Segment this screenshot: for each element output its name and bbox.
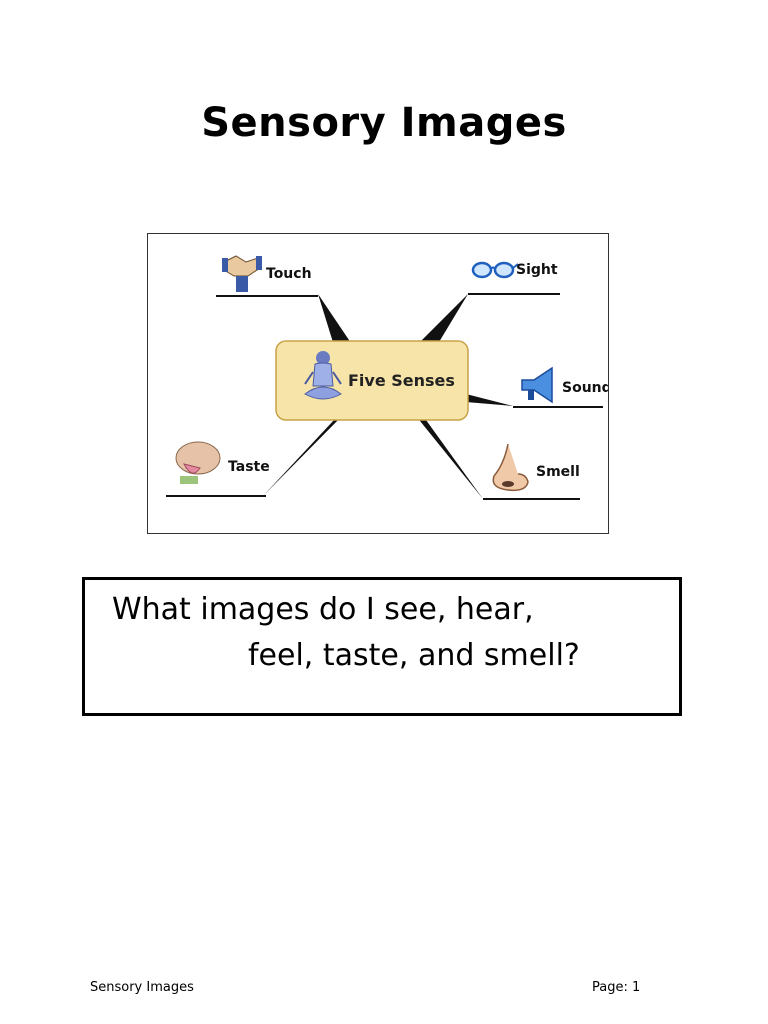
mind-map-svg: Five Senses Touch Sight Sound	[166, 255, 609, 500]
question-line-2: feel, taste, and smell?	[248, 638, 580, 673]
footer-page-number: Page: 1	[592, 980, 641, 995]
smell-label: Smell	[536, 464, 580, 480]
sound-branch-spoke	[466, 394, 513, 406]
footer-document-title: Sensory Images	[90, 980, 194, 995]
touch-label: Touch	[266, 266, 312, 282]
question-line-1: What images do I see, hear,	[112, 592, 534, 627]
taste-label: Taste	[228, 459, 270, 475]
page-title: Sensory Images	[201, 100, 567, 146]
handshake-icon	[222, 255, 262, 292]
sight-branch-spoke	[416, 294, 468, 352]
touch-branch-spoke	[318, 294, 353, 352]
taste-branch-spoke	[263, 412, 346, 496]
sound-label: Sound	[562, 380, 609, 396]
center-label: Five Senses	[348, 371, 455, 390]
five-senses-diagram: Five Senses Touch Sight Sound	[147, 233, 609, 534]
megaphone-icon	[521, 366, 553, 404]
question-box: What images do I see, hear, feel, taste,…	[82, 577, 682, 716]
nose-icon	[492, 443, 529, 492]
sight-label: Sight	[516, 262, 558, 278]
eyeglasses-icon	[471, 261, 519, 279]
smell-branch-spoke	[416, 416, 483, 499]
meditating-person-icon	[304, 351, 342, 400]
tongue-icon	[175, 441, 221, 484]
